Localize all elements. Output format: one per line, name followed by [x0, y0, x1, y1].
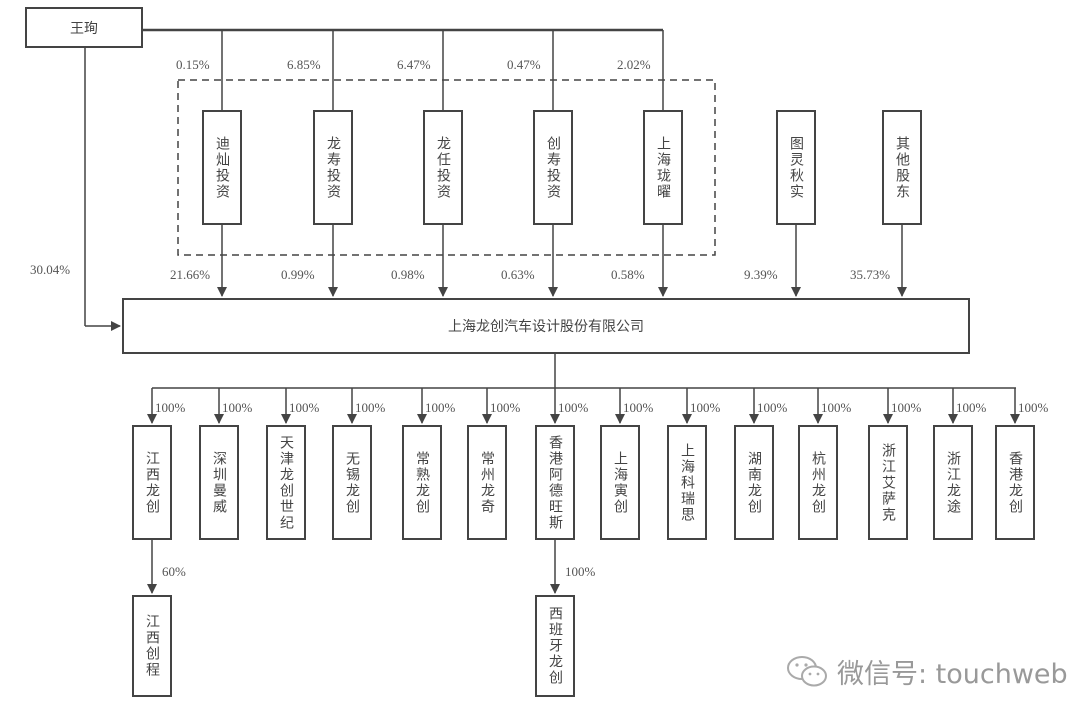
- owner-pct-label: 0.47%: [507, 57, 541, 72]
- subsidiary-node-label: 杭州龙创: [810, 450, 826, 515]
- sub-subsidiary-node: 西班牙龙创: [535, 595, 575, 697]
- subsidiary-node: 湖南龙创: [734, 425, 774, 540]
- subsidiary-node: 常熟龙创: [402, 425, 442, 540]
- owner-node: 王珣: [25, 7, 143, 48]
- watermark: 微信号: touchweb: [785, 652, 1068, 691]
- subsidiary-node: 无锡龙创: [332, 425, 372, 540]
- subsidiary-node-label: 天津龙创世纪: [278, 434, 294, 531]
- subsidiary-node-label: 深圳曼威: [211, 450, 227, 515]
- stake-pct-label: 0.63%: [501, 267, 535, 282]
- subsidiary-pct-label: 100%: [956, 400, 987, 415]
- subsidiary-node: 香港阿德旺斯: [535, 425, 575, 540]
- holding-entity-node: 其他股东: [882, 110, 922, 225]
- subsidiary-node-label: 浙江龙途: [945, 450, 961, 515]
- subsidiary-node-label: 浙江艾萨克: [880, 442, 896, 523]
- owner-pct-label: 0.15%: [176, 57, 210, 72]
- subsidiary-pct-label: 100%: [289, 400, 320, 415]
- subsidiary-pct-label: 100%: [757, 400, 788, 415]
- owner-pct-label: 6.47%: [397, 57, 431, 72]
- watermark-text: 微信号: touchweb: [837, 659, 1068, 690]
- holding-entity-node-label: 龙任投资: [435, 135, 451, 200]
- holding-entity-node-label: 创寿投资: [545, 135, 561, 200]
- holding-entity-node: 龙任投资: [423, 110, 463, 225]
- sub-subsidiary-node-label: 西班牙龙创: [547, 606, 563, 686]
- owner-label: 王珣: [70, 20, 98, 37]
- subsidiary-node-label: 湖南龙创: [746, 450, 762, 515]
- holding-entity-node-label: 图灵秋实: [788, 135, 804, 200]
- stake-pct-label: 35.73%: [850, 267, 891, 282]
- subsidiary-pct-label: 100%: [1018, 400, 1049, 415]
- subsidiary-pct-label: 100%: [222, 400, 253, 415]
- holding-entity-node: 迪灿投资: [202, 110, 242, 225]
- owner-pct-label: 2.02%: [617, 57, 651, 72]
- child-pct-label: 100%: [565, 564, 596, 579]
- subsidiary-node: 香港龙创: [995, 425, 1035, 540]
- stake-pct-label: 0.99%: [281, 267, 315, 282]
- subsidiary-node-label: 香港龙创: [1007, 450, 1023, 515]
- subsidiary-node: 天津龙创世纪: [266, 425, 306, 540]
- subsidiary-node: 浙江艾萨克: [868, 425, 908, 540]
- child-pct-label: 60%: [162, 564, 186, 579]
- subsidiary-node: 上海寅创: [600, 425, 640, 540]
- subsidiary-node-label: 香港阿德旺斯: [547, 434, 563, 531]
- subsidiary-node: 常州龙奇: [467, 425, 507, 540]
- holding-entity-node-label: 其他股东: [894, 135, 910, 200]
- holding-entity-node: 图灵秋实: [776, 110, 816, 225]
- subsidiary-pct-label: 100%: [821, 400, 852, 415]
- owner-direct-pct: 30.04%: [30, 262, 71, 277]
- stake-pct-label: 0.98%: [391, 267, 425, 282]
- holding-entity-node: 上海珑曜: [643, 110, 683, 225]
- subsidiary-pct-label: 100%: [490, 400, 521, 415]
- subsidiary-node-label: 江西龙创: [144, 450, 160, 515]
- subsidiary-node-label: 上海科瑞思: [679, 442, 695, 523]
- company-label: 上海龙创汽车设计股份有限公司: [448, 319, 644, 335]
- subsidiary-node-label: 无锡龙创: [344, 450, 360, 515]
- subsidiary-pct-label: 100%: [891, 400, 922, 415]
- subsidiary-node: 浙江龙途: [933, 425, 973, 540]
- holding-entity-node: 创寿投资: [533, 110, 573, 225]
- subsidiary-pct-label: 100%: [558, 400, 589, 415]
- subsidiary-node: 杭州龙创: [798, 425, 838, 540]
- sub-subsidiary-node: 江西创程: [132, 595, 172, 697]
- subsidiary-pct-label: 100%: [355, 400, 386, 415]
- holding-entity-node-label: 上海珑曜: [655, 135, 671, 200]
- sub-subsidiary-node-label: 江西创程: [144, 614, 160, 678]
- employee-platform-group: [177, 79, 716, 256]
- subsidiary-node-label: 常州龙奇: [479, 450, 495, 515]
- company-node: 上海龙创汽车设计股份有限公司: [122, 298, 970, 354]
- subsidiary-pct-label: 100%: [623, 400, 654, 415]
- subsidiary-pct-label: 100%: [690, 400, 721, 415]
- subsidiary-node-label: 常熟龙创: [414, 450, 430, 515]
- subsidiary-node: 深圳曼威: [199, 425, 239, 540]
- stake-pct-label: 21.66%: [170, 267, 211, 282]
- subsidiary-node: 江西龙创: [132, 425, 172, 540]
- stake-pct-label: 0.58%: [611, 267, 645, 282]
- subsidiary-node-label: 上海寅创: [612, 450, 628, 515]
- subsidiary-node: 上海科瑞思: [667, 425, 707, 540]
- wechat-icon: [787, 655, 827, 686]
- holding-entity-node-label: 龙寿投资: [325, 135, 341, 200]
- owner-pct-label: 6.85%: [287, 57, 321, 72]
- holding-entity-node: 龙寿投资: [313, 110, 353, 225]
- subsidiary-pct-label: 100%: [155, 400, 186, 415]
- stake-pct-label: 9.39%: [744, 267, 778, 282]
- holding-entity-node-label: 迪灿投资: [214, 135, 230, 200]
- subsidiary-pct-label: 100%: [425, 400, 456, 415]
